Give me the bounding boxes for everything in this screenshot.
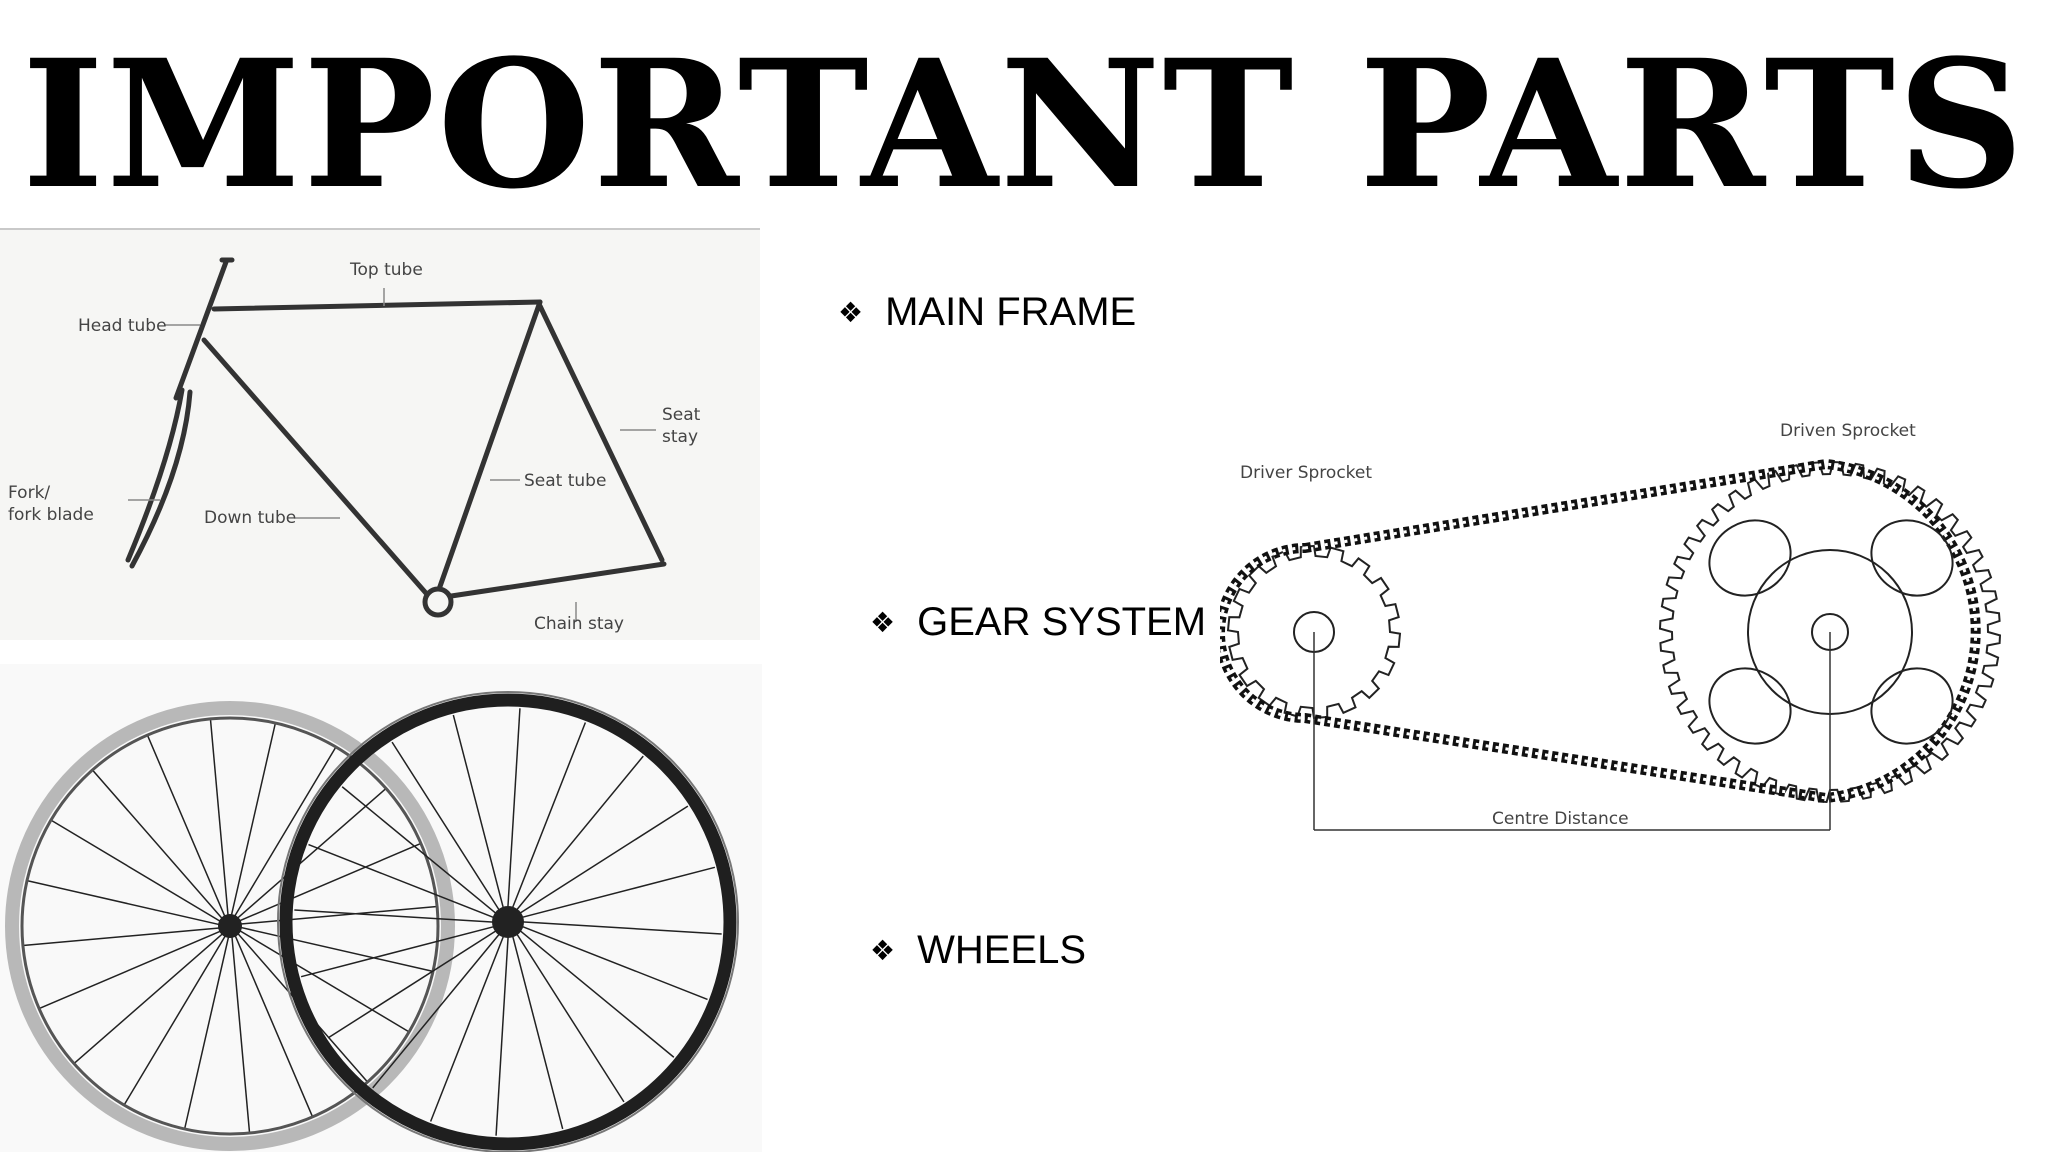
label-seat-tube: Seat tube bbox=[524, 471, 606, 491]
bullet-label: GEAR SYSTEM bbox=[917, 600, 1207, 644]
seat-stay bbox=[537, 303, 665, 563]
spoke bbox=[230, 933, 251, 1134]
spoke bbox=[38, 929, 224, 1010]
spoke bbox=[514, 925, 675, 1058]
spoke bbox=[327, 926, 503, 1039]
spoke bbox=[513, 805, 689, 918]
centre-distance-bracket bbox=[1313, 632, 1831, 831]
bullet-label: WHEELS bbox=[917, 928, 1087, 972]
label-centre-distance: Centre Distance bbox=[1492, 809, 1629, 829]
spoke bbox=[22, 926, 223, 947]
spoke bbox=[91, 769, 225, 922]
spoke bbox=[515, 866, 716, 920]
spoke bbox=[236, 928, 410, 1033]
fork-blade-left bbox=[125, 387, 185, 563]
spoke bbox=[391, 741, 504, 917]
spoke bbox=[50, 819, 224, 924]
rear-wheel-spokes bbox=[294, 708, 722, 1136]
spoke bbox=[372, 928, 505, 1089]
label-fork-2: fork blade bbox=[8, 505, 94, 525]
down-tube bbox=[201, 337, 435, 603]
label-seat-stay-1: Seat bbox=[662, 405, 701, 425]
top-tube bbox=[211, 299, 543, 312]
spoke bbox=[146, 734, 227, 920]
spoke bbox=[237, 905, 438, 926]
label-chain-stay: Chain stay bbox=[534, 614, 624, 634]
label-driver-sprocket: Driver Sprocket bbox=[1240, 463, 1372, 483]
spoke bbox=[237, 926, 434, 973]
spoke bbox=[341, 786, 502, 919]
bullet-label: MAIN FRAME bbox=[885, 290, 1137, 334]
gear-drawing: Driver Sprocket Driven Sprocket Centre D… bbox=[1220, 421, 2002, 831]
fork-blade-right bbox=[129, 389, 193, 569]
label-top-tube: Top tube bbox=[349, 260, 423, 280]
bullet-main-frame: ❖ MAIN FRAME bbox=[838, 290, 1136, 335]
spoke bbox=[233, 932, 314, 1118]
driver-sprocket-teeth bbox=[1226, 544, 1402, 720]
spoke bbox=[300, 924, 501, 978]
spoke bbox=[495, 929, 510, 1136]
seat-tube bbox=[434, 299, 543, 598]
spoke bbox=[511, 755, 644, 916]
slide-title: IMPORTANT PARTS bbox=[21, 21, 2027, 228]
diamond-bullet-icon: ❖ bbox=[838, 296, 864, 329]
spoke bbox=[515, 920, 722, 935]
spoke bbox=[429, 929, 507, 1122]
spoke bbox=[515, 923, 708, 1001]
chain-stay bbox=[435, 561, 667, 601]
spoke bbox=[510, 929, 564, 1130]
diamond-bullet-icon: ❖ bbox=[870, 606, 896, 639]
rear-wheel-rim bbox=[279, 693, 737, 1151]
driven-sprocket-cutouts bbox=[1708, 519, 1954, 745]
spoke bbox=[506, 708, 521, 915]
spoke bbox=[73, 931, 226, 1065]
spoke bbox=[509, 722, 587, 915]
spoke bbox=[512, 927, 625, 1103]
frame-drawing: Top tube Head tube Seat stay Seat tube F… bbox=[8, 257, 701, 634]
spoke bbox=[123, 932, 228, 1106]
front-wheel-rim bbox=[5, 701, 455, 1151]
bottom-bracket bbox=[422, 586, 454, 618]
label-head-tube: Head tube bbox=[78, 316, 167, 336]
gear-system-diagram: Driver Sprocket Driven Sprocket Centre D… bbox=[1220, 400, 2032, 840]
spoke bbox=[308, 843, 501, 921]
front-wheel-hub bbox=[218, 914, 242, 938]
label-driven-sprocket: Driven Sprocket bbox=[1780, 421, 1916, 441]
bicycle-frame-diagram: Top tube Head tube Seat stay Seat tube F… bbox=[0, 228, 760, 640]
spoke bbox=[209, 718, 230, 919]
spoke bbox=[26, 879, 223, 926]
spoke bbox=[294, 909, 501, 924]
spoke bbox=[230, 722, 277, 919]
rear-wheel-hub bbox=[492, 906, 524, 938]
spoke bbox=[234, 787, 387, 921]
label-down-tube: Down tube bbox=[204, 508, 296, 528]
label-seat-stay-2: stay bbox=[662, 427, 698, 447]
spoke bbox=[452, 714, 506, 915]
wheels-drawing bbox=[5, 691, 739, 1152]
head-tube bbox=[173, 259, 229, 401]
spoke bbox=[236, 842, 422, 923]
diamond-bullet-icon: ❖ bbox=[870, 934, 896, 967]
spoke bbox=[183, 933, 230, 1130]
wheels-photo bbox=[0, 664, 762, 1152]
bullet-wheels: ❖ WHEELS bbox=[870, 928, 1086, 973]
label-fork-1: Fork/ bbox=[8, 483, 50, 503]
bullet-gear-system: ❖ GEAR SYSTEM bbox=[870, 600, 1206, 645]
spoke bbox=[232, 746, 337, 920]
